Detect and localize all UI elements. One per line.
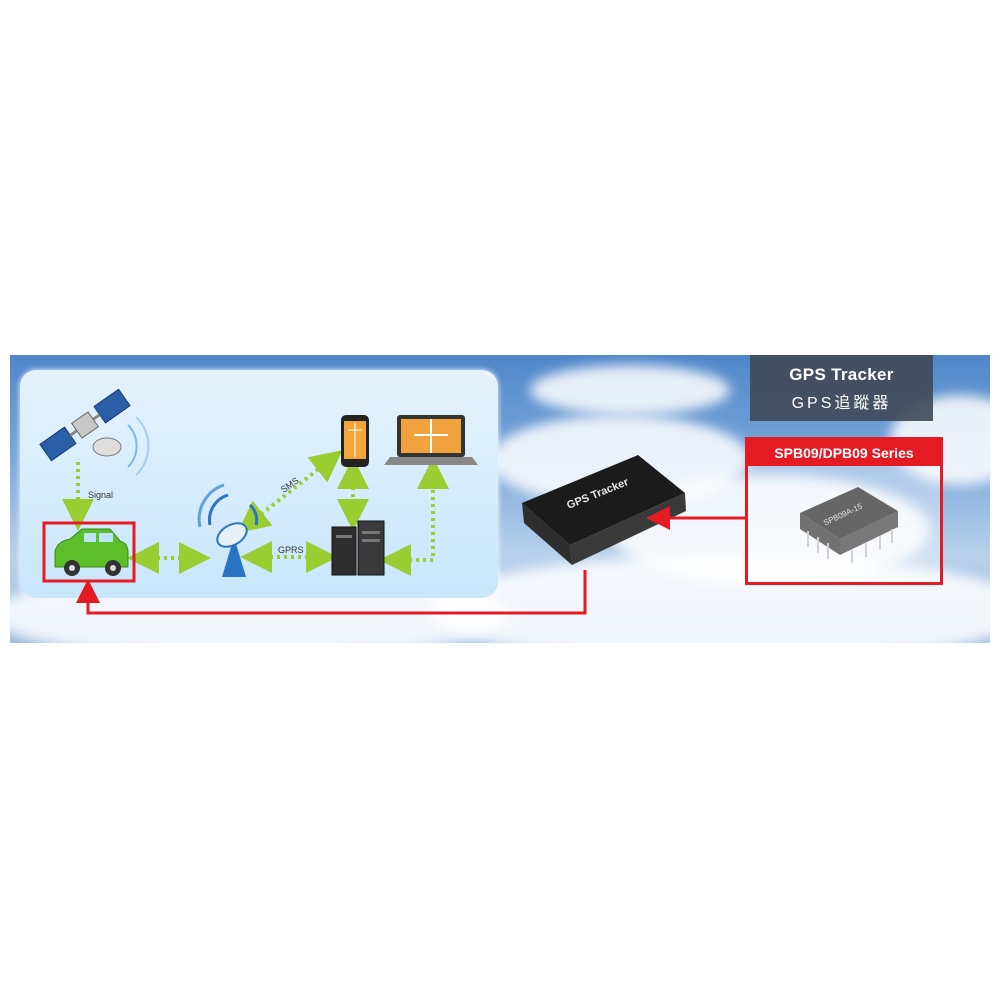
series-box: SPB09/DPB09 Series <box>745 437 943 585</box>
series-label: SPB09/DPB09 Series <box>748 440 940 466</box>
server-icon <box>331 520 385 576</box>
signal-label: Signal <box>88 490 114 500</box>
title-box: GPS Tracker GPS追蹤器 <box>750 355 933 421</box>
cloud <box>530 365 730 415</box>
smartphone-icon <box>341 415 369 467</box>
satellite-icon <box>39 388 150 476</box>
antenna-icon <box>197 483 259 577</box>
power-module-icon <box>800 487 898 563</box>
title-english: GPS Tracker <box>789 365 894 384</box>
green-links <box>62 450 449 576</box>
cloud <box>430 555 990 643</box>
banner: Signal SMS GPRS <box>10 355 990 643</box>
laptop-icon <box>384 415 478 465</box>
car-icon <box>42 521 136 583</box>
red-links <box>76 506 745 615</box>
gps-tracker-device-icon <box>522 455 686 565</box>
title-chinese: GPS追蹤器 <box>791 395 892 412</box>
diagram-graphics <box>39 388 898 615</box>
